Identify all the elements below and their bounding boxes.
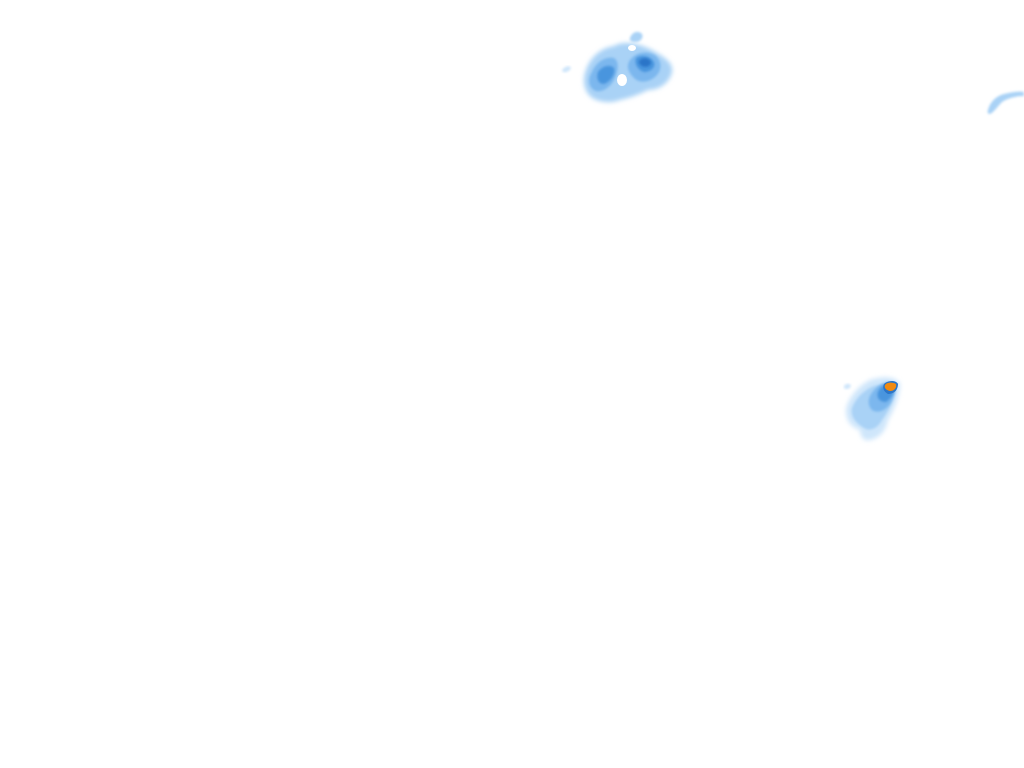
rain-cell-northeast [987, 91, 1024, 114]
severe-core [884, 382, 897, 391]
rain-cell-north [562, 31, 673, 103]
rain-cell-east [844, 377, 900, 441]
